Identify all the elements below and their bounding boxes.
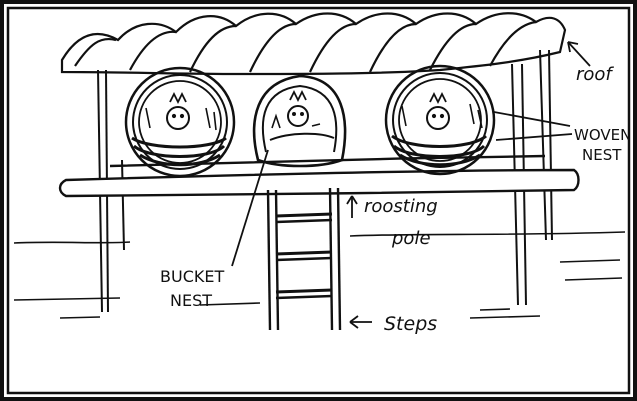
roosting-pole xyxy=(60,156,579,196)
label-roosting-pole-line2: pole xyxy=(391,228,431,249)
label-bucket-nest-line1: BUCKET xyxy=(160,267,224,286)
label-bucket-nest-line2: NEST xyxy=(170,291,212,310)
ladder-steps xyxy=(268,188,340,330)
chicken-right-head xyxy=(427,107,449,129)
label-steps: Steps xyxy=(384,313,437,335)
ground-lines xyxy=(14,232,625,318)
label-woven-nest-line2: NEST xyxy=(582,146,622,164)
label-roof: roof xyxy=(576,64,614,85)
woven-nest-right xyxy=(386,66,494,174)
roof xyxy=(62,13,565,74)
woven-nest-left xyxy=(126,68,234,176)
label-woven-nest-line1: WOVEN xyxy=(574,126,631,144)
label-roosting-pole-line1: roosting xyxy=(364,196,438,217)
chicken-center-head xyxy=(288,106,308,126)
chicken-left-head xyxy=(167,107,189,129)
